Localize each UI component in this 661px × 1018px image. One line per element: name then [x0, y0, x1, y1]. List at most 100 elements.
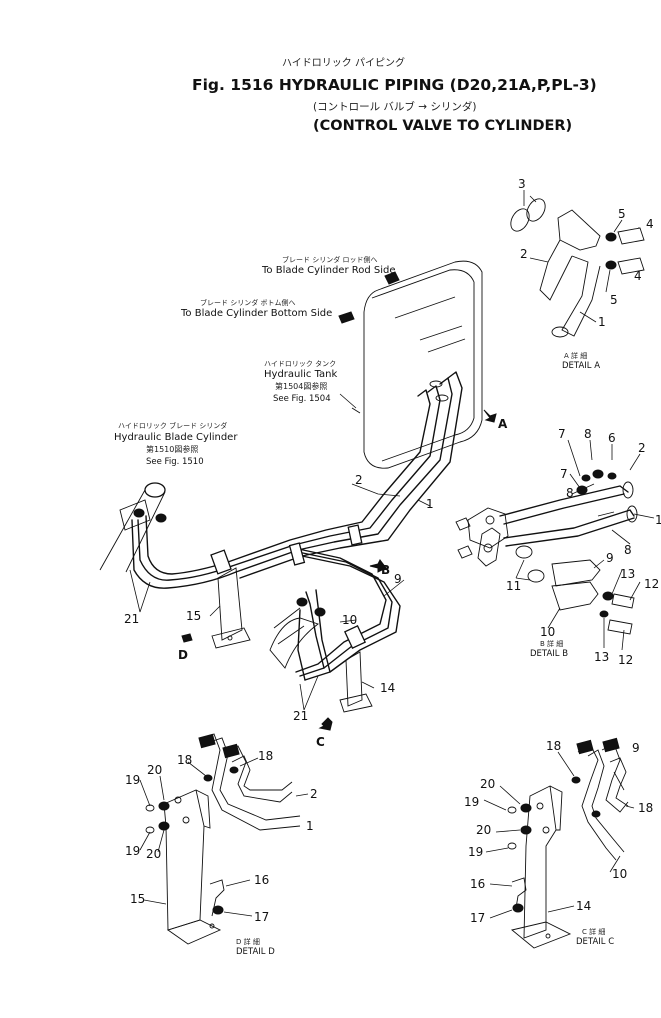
view-arrow-a: A	[483, 409, 508, 431]
detail-b-part-12-top: 12	[644, 577, 659, 591]
page-title: Fig. 1516 HYDRAULIC PIPING (D20,21A,P,PL…	[192, 76, 597, 94]
svg-text:A 詳 細: A 詳 細	[564, 351, 587, 360]
part-10-main: 10	[342, 613, 357, 627]
callout-hydraulic-tank: ハイドロリック タンク Hydraulic Tank 第1504図参照 See …	[264, 359, 357, 409]
svg-text:第1504図参照: 第1504図参照	[275, 381, 327, 391]
detail-c-label: DETAIL C	[576, 937, 614, 947]
header: ハイドロリック パイピング Fig. 1516 HYDRAULIC PIPING…	[192, 56, 597, 134]
detail-b-part-10: 10	[540, 625, 555, 639]
part-1-main: 1	[426, 497, 434, 511]
detail-c: 18 9 20 19 18 20 19 10 16 14 17 C 詳 細 DE…	[464, 737, 653, 949]
detail-b-part-1: 1	[655, 513, 661, 527]
title-japanese: ハイドロリック パイピング	[282, 56, 405, 69]
part-9-main: 9	[394, 572, 402, 586]
svg-text:D: D	[178, 648, 188, 662]
view-arrow-c: C	[316, 717, 333, 749]
detail-d-part-20-top: 20	[147, 763, 162, 777]
detail-b-part-2: 2	[638, 441, 646, 455]
detail-c-part-10: 10	[612, 867, 627, 881]
detail-c-part-16: 16	[470, 877, 485, 891]
svg-text:ブレード シリンダ ボトム側へ: ブレード シリンダ ボトム側へ	[200, 298, 295, 307]
svg-text:C: C	[316, 735, 325, 749]
hydraulic-tank	[351, 260, 483, 469]
detail-c-part-20-bottom: 20	[476, 823, 491, 837]
detail-b-part-13-bottom: 13	[594, 650, 609, 664]
subtitle-japanese: (コントロール バルブ → シリンダ)	[313, 100, 477, 113]
detail-c-part-9: 9	[632, 741, 640, 755]
main-pipes	[131, 371, 463, 681]
detail-d-part-19-top: 19	[125, 773, 140, 787]
detail-b: 7 8 6 2 7 8 1 8 9 13 12 11 10 13 12 B 詳 …	[455, 427, 661, 667]
detail-b-part-6: 6	[608, 431, 616, 445]
svg-text:ブレード シリンダ ロッド側へ: ブレード シリンダ ロッド側へ	[282, 255, 377, 264]
svg-text:See Fig. 1504: See Fig. 1504	[273, 394, 331, 404]
blade-cylinder-right	[269, 597, 326, 669]
callout-bottom-side: ブレード シリンダ ボトム側へ To Blade Cylinder Bottom…	[180, 298, 332, 319]
detail-b-label: DETAIL B	[530, 649, 568, 659]
detail-b-part-7-mid: 7	[560, 467, 568, 481]
detail-d-part-1: 1	[306, 819, 314, 833]
detail-a-part-4-top: 4	[646, 217, 654, 231]
detail-c-part-18-top: 18	[546, 739, 561, 753]
part-14-main: 14	[380, 681, 395, 695]
blade-cylinder-left	[99, 482, 167, 573]
detail-d: 18 18 20 19 2 1 19 20 16 15 17 D 詳 細 DET…	[125, 733, 318, 957]
detail-a-part-5-top: 5	[618, 207, 626, 221]
detail-b-part-8-top: 8	[584, 427, 592, 441]
svg-text:ハイドロリック ブレード シリンダ: ハイドロリック ブレード シリンダ	[118, 421, 227, 430]
callout-rod-side: ブレード シリンダ ロッド側へ To Blade Cylinder Rod Si…	[261, 255, 396, 276]
svg-text:第1510図参照: 第1510図参照	[146, 444, 198, 454]
detail-d-part-18-right: 18	[258, 749, 273, 763]
detail-b-part-9: 9	[606, 551, 614, 565]
detail-d-part-19-bottom: 19	[125, 844, 140, 858]
detail-c-part-18-right: 18	[638, 801, 653, 815]
detail-d-part-20-bottom: 20	[146, 847, 161, 861]
detail-b-part-8-mid: 8	[566, 486, 574, 500]
detail-c-part-17: 17	[470, 911, 485, 925]
svg-text:To Blade Cylinder Bottom Side: To Blade Cylinder Bottom Side	[180, 308, 332, 319]
detail-b-part-12-bottom: 12	[618, 653, 633, 667]
detail-a-label: DETAIL A	[562, 361, 600, 371]
svg-text:Hydraulic Blade Cylinder: Hydraulic Blade Cylinder	[114, 432, 238, 443]
view-arrow-d: D	[178, 633, 193, 662]
view-arrow-b: B	[369, 559, 390, 577]
part-2-main: 2	[355, 473, 363, 487]
detail-d-part-17: 17	[254, 910, 269, 924]
detail-b-part-11: 11	[506, 579, 521, 593]
callout-blade-cylinder: ハイドロリック ブレード シリンダ Hydraulic Blade Cylind…	[114, 421, 238, 467]
detail-a-part-5-bottom: 5	[610, 293, 618, 307]
detail-a: 3 2 5 4 4 5 1 A 詳 細 DETAIL A	[510, 177, 654, 371]
detail-a-part-4-bottom: 4	[634, 269, 642, 283]
part-21-left: 21	[124, 612, 139, 626]
detail-d-label: DETAIL D	[236, 947, 275, 957]
svg-text:ハイドロリック タンク: ハイドロリック タンク	[264, 359, 336, 368]
part-15-main: 15	[186, 609, 201, 623]
detail-c-part-20-top: 20	[480, 777, 495, 791]
page-subtitle: (CONTROL VALVE TO CYLINDER)	[313, 118, 572, 134]
svg-text:B: B	[381, 563, 390, 577]
svg-text:D 詳 細: D 詳 細	[236, 937, 260, 946]
bracket-15	[211, 567, 251, 649]
detail-b-part-7-top: 7	[558, 427, 566, 441]
detail-a-part-3: 3	[518, 177, 526, 191]
detail-c-part-19-top: 19	[464, 795, 479, 809]
detail-d-part-18-left: 18	[177, 753, 192, 767]
svg-text:See Fig. 1510: See Fig. 1510	[146, 457, 204, 467]
detail-a-part-2: 2	[520, 247, 528, 261]
main-assembly: A B C D 2 1 9 10 15 21 21 14	[99, 260, 508, 749]
detail-b-part-13-top: 13	[620, 567, 635, 581]
svg-text:To Blade Cylinder Rod Side: To Blade Cylinder Rod Side	[261, 265, 396, 276]
detail-c-part-14: 14	[576, 899, 591, 913]
detail-c-part-19-bottom: 19	[468, 845, 483, 859]
svg-text:A: A	[498, 417, 508, 431]
svg-text:B 詳 細: B 詳 細	[540, 639, 563, 648]
svg-text:Hydraulic Tank: Hydraulic Tank	[264, 369, 338, 380]
bracket-14	[339, 651, 373, 713]
detail-d-part-15: 15	[130, 892, 145, 906]
svg-text:C 詳 細: C 詳 細	[582, 927, 605, 936]
detail-d-part-2: 2	[310, 787, 318, 801]
part-21-right: 21	[293, 709, 308, 723]
detail-a-part-1: 1	[598, 315, 606, 329]
detail-d-part-16: 16	[254, 873, 269, 887]
